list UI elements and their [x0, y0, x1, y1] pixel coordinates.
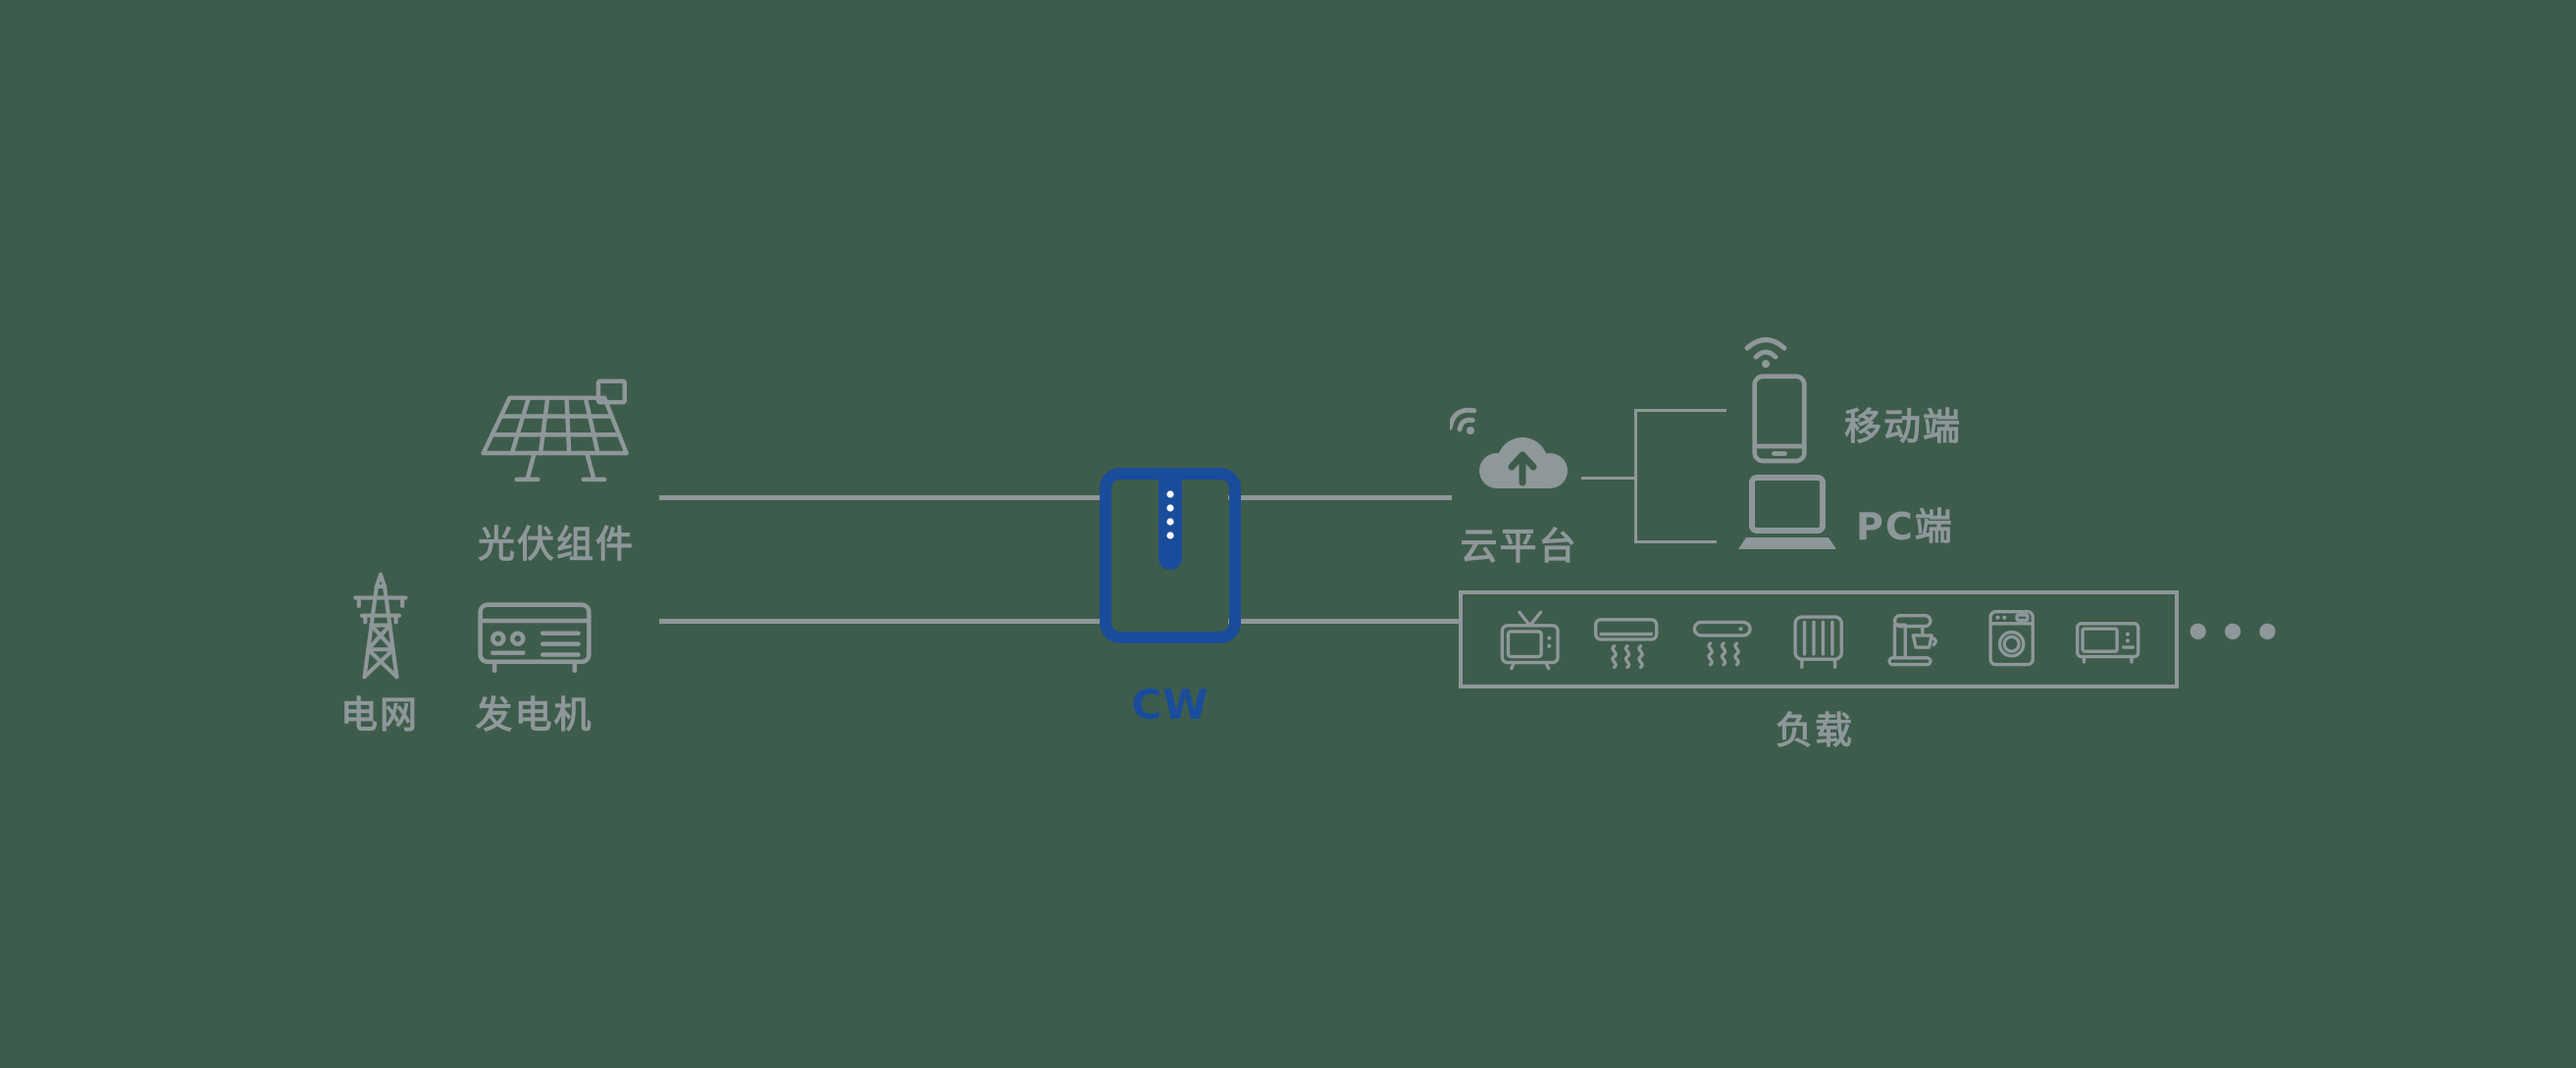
branch-to-pc — [1634, 540, 1717, 543]
transmission-tower-icon — [344, 569, 417, 682]
air-conditioner-icon — [1593, 618, 1659, 669]
cloud-platform-label: 云平台 — [1460, 525, 1578, 568]
branch-to-mobile — [1634, 409, 1726, 412]
mobile-client-label: 移动端 — [1844, 405, 1963, 448]
connector-grid-generator-to-inverter — [659, 619, 1108, 624]
radiator-icon — [1793, 615, 1844, 669]
pc-client-label: PC端 — [1856, 505, 1954, 548]
smartphone-icon — [1750, 373, 1809, 465]
load-box — [1459, 590, 2179, 688]
connector-pv-to-inverter — [659, 495, 1108, 500]
bracket-vertical-line — [1634, 409, 1637, 543]
connector-inverter-to-cloud — [1228, 495, 1452, 500]
stand-mixer-icon — [1887, 614, 1938, 667]
microwave-icon — [2075, 622, 2140, 664]
inverter-icon — [1097, 465, 1244, 646]
cloud-upload-wifi-icon — [1450, 400, 1587, 508]
generator-icon — [477, 592, 592, 677]
pv-module-label: 光伏组件 — [477, 523, 635, 566]
load-label: 负载 — [1775, 709, 1854, 752]
solar-panel-icon — [473, 379, 640, 497]
connector-inverter-to-load — [1228, 619, 1461, 624]
tv-icon — [1500, 610, 1560, 670]
wifi-icon — [1738, 330, 1793, 369]
washing-machine-icon — [1988, 610, 2035, 667]
grid-label: 电网 — [339, 693, 419, 737]
more-appliances-ellipsis: ••• — [2184, 606, 2289, 659]
heater-icon — [1692, 620, 1752, 667]
inverter-label: CW — [1131, 681, 1210, 729]
generator-label: 发电机 — [475, 693, 593, 737]
laptop-icon — [1732, 473, 1842, 555]
connector-cloud-to-bracket — [1581, 477, 1636, 480]
